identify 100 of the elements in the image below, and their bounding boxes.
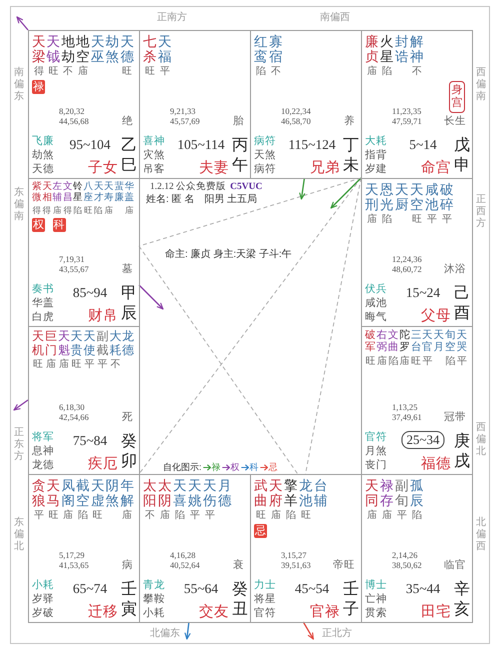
stem-branch-label: 壬子: [343, 580, 359, 620]
age-list: 6,18,30 42,54,66: [59, 403, 89, 422]
brightness-label: 庙: [53, 205, 62, 216]
brightness-label: 得: [63, 205, 72, 216]
brightness-label: 平: [190, 510, 200, 522]
brightness-label: 陷: [286, 510, 296, 522]
brightness-label: 不: [270, 66, 281, 78]
brightness-label: 旺: [48, 66, 58, 78]
arrow: [16, 16, 28, 30]
brightness-label: 平: [422, 356, 433, 368]
brightness-label: 庙: [125, 205, 134, 216]
star-name: 紫微: [32, 182, 42, 204]
star-name: 地劫: [61, 34, 76, 64]
star-name: 天哭: [456, 330, 468, 354]
legend-label: 科: [250, 462, 259, 472]
minor-star-label: 咸池: [365, 297, 387, 310]
arrow: [330, 178, 362, 209]
star-name: 红鸾: [254, 34, 268, 64]
palace-name: 兄弟: [310, 160, 340, 177]
brightness-label: 不: [412, 66, 422, 78]
palace-panel: [28, 474, 140, 623]
star-name: 文曲: [388, 330, 399, 354]
decade-range: 15~24: [406, 285, 440, 301]
arrow: [138, 284, 164, 310]
star-name: 寡宿: [269, 34, 283, 64]
age-list: 9,21,33 45,57,69: [170, 107, 200, 126]
star-name: 天官: [422, 330, 434, 354]
star-name: 天梁: [32, 34, 46, 64]
age-list: 8,20,32 44,56,68: [59, 107, 89, 126]
star-name: 右弼: [376, 330, 388, 354]
life-stage-label: 衰: [233, 559, 244, 572]
arrow: [299, 178, 306, 200]
minor-star-label: 喜神: [143, 135, 165, 148]
brightness-label: 旺: [122, 66, 132, 78]
star-name: 三台: [410, 330, 422, 354]
brightness-label: 旺: [92, 510, 103, 522]
star-name: 擎羊: [284, 478, 298, 508]
direction-label: 正西方: [476, 194, 486, 230]
brightness-label: 陷: [382, 66, 392, 78]
star-name: 文昌: [62, 182, 73, 204]
star-name: 天喜: [173, 478, 187, 508]
star-name: 副旬: [395, 478, 409, 508]
legend-label: 忌: [268, 462, 278, 472]
brightness-label: 陷: [94, 205, 104, 216]
brightness-label: 陷: [446, 356, 456, 368]
brightness-label: 庙: [270, 510, 281, 522]
arrow: [302, 622, 314, 640]
palace-panel: [28, 326, 140, 475]
brightness-label: 旺: [72, 359, 82, 370]
star-name: 天虚: [90, 478, 105, 508]
stem-branch-label: 戊申: [454, 136, 470, 176]
brightness-label: 庙: [46, 359, 56, 370]
brightness-label: 庙: [366, 66, 377, 78]
star-name: 天伤: [203, 478, 217, 508]
brightness-label: 得: [32, 205, 42, 216]
brightness-label: 平: [204, 510, 215, 522]
stem-branch-label: 乙巳: [121, 136, 137, 176]
star-name: 旬空: [445, 330, 456, 354]
minor-star-label: 岁破: [32, 607, 54, 620]
life-stage-label: 病: [122, 559, 133, 572]
palace-name: 福德: [421, 456, 451, 473]
palace-name: 迁移: [88, 604, 118, 621]
minor-star-label: 博士: [365, 579, 387, 592]
minor-star-label: 小耗: [32, 579, 54, 592]
minor-star-label: 岁建: [365, 163, 387, 176]
chart-frame: [10, 6, 490, 644]
decade-range: 105~114: [177, 137, 225, 153]
arrow: [13, 399, 28, 411]
star-name: 太阳: [143, 478, 157, 508]
minor-star-label: 小耗: [143, 607, 165, 620]
star-name: 天厨: [395, 182, 409, 212]
brightness-label: 旺: [256, 510, 266, 522]
brightness-label: 得: [42, 205, 52, 216]
star-name: 巨门: [44, 330, 57, 357]
palace-panel: [250, 474, 362, 623]
name-label: 姓名: 匿 名: [146, 194, 194, 206]
master-star-label: 命主: 廉贞 身主:天梁 子斗:午: [165, 249, 292, 260]
brightness-label: 庙: [160, 510, 170, 522]
palace-name: 父母: [421, 308, 451, 325]
brightness-label: 庙: [78, 66, 88, 78]
brightness-label: 不: [110, 359, 120, 370]
direction-label: 西偏南: [476, 67, 486, 103]
brightness-label: 陷: [74, 205, 83, 216]
brightness-label: 平: [160, 66, 170, 78]
age-list: 3,15,27 39,51,63: [281, 551, 311, 570]
brightness-label: 不: [63, 66, 74, 78]
star-name: 天相: [42, 182, 52, 204]
decade-range: 115~124: [288, 137, 336, 153]
brightness-label: 庙: [400, 356, 410, 368]
stem-branch-label: 甲辰: [121, 284, 137, 324]
body-palace-tag: 身宫: [449, 81, 465, 113]
star-name: 蜚廉: [114, 182, 124, 204]
palace-name: 疾厄: [88, 456, 118, 473]
palace-name: 财帛: [88, 308, 118, 325]
decade-range: 65~74: [72, 581, 108, 597]
palace-panel: [361, 30, 473, 179]
star-name: 天福: [158, 34, 172, 64]
star-name: 天巫: [90, 34, 105, 64]
star-name: 阴煞: [106, 478, 120, 508]
brightness-label: 平: [97, 359, 108, 370]
